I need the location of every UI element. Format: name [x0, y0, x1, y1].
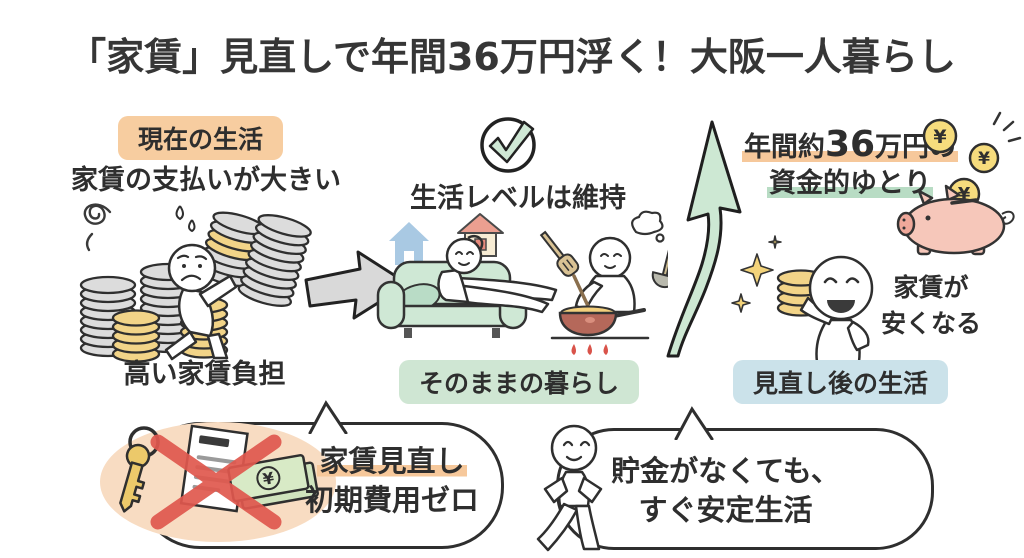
- no-initial-cost-illustration: ¥: [100, 422, 336, 542]
- walking-person: [536, 424, 603, 552]
- zero-cost-line1: 家賃見直し: [317, 444, 467, 478]
- ladle-icon: [651, 242, 668, 289]
- stable-life-text: 貯金がなくても、 すぐ安定生活: [598, 452, 853, 530]
- lifestyle-illustration: [376, 210, 668, 355]
- maintain-level-heading: 生活レベルは維持: [410, 183, 626, 214]
- zero-cost-text: 家賃見直し 初期費用ゼロ: [292, 442, 492, 520]
- coin-icon: ¥: [922, 118, 958, 154]
- sparkle-lines-icon: [992, 111, 1022, 143]
- relaxing-person: [437, 235, 558, 314]
- current-life-tag: 現在の生活: [118, 116, 284, 160]
- spatula-icon: [539, 230, 580, 277]
- rent-benefit-text: 家賃が 安くなる: [866, 270, 996, 343]
- yen-symbol: ¥: [261, 468, 275, 489]
- speech-bubble-tail: [308, 400, 348, 434]
- benefit-line2: 安くなる: [880, 309, 981, 339]
- stable-life-speech-bubble: [556, 428, 934, 550]
- rent-burden-illustration: [79, 203, 314, 363]
- speech-bubble-tail: [674, 406, 714, 440]
- yen-symbol: ¥: [933, 126, 946, 148]
- sparkle-icon: [731, 235, 782, 313]
- key-icon: [119, 426, 160, 513]
- burdened-person: [164, 243, 238, 361]
- flame-drops-icon: [571, 344, 608, 355]
- page-title: 「家賃」見直しで年間36万円浮く！大阪一人暮らし: [68, 35, 956, 79]
- yen-symbol: ¥: [978, 149, 990, 169]
- current-life-caption: 高い家賃負担: [123, 359, 286, 390]
- savings-line2: 資金的ゆとり: [767, 168, 933, 199]
- savings-line1: 年間約36万円の: [741, 124, 959, 165]
- piggy-bank-illustration: ¥ ¥ ¥: [896, 111, 1022, 256]
- savings-prefix: 年間約: [743, 132, 825, 163]
- stable-line2: すぐ安定生活: [638, 493, 813, 528]
- red-cross-icon: [150, 434, 282, 530]
- piggy-bank-icon: [896, 184, 1015, 256]
- zero-cost-line2: 初期費用ゼロ: [304, 483, 479, 518]
- stable-line1: 貯金がなくても、: [611, 454, 840, 488]
- savings-headline: 年間約36万円の 資金的ゆとり: [700, 122, 1000, 201]
- steam-icon: [631, 210, 665, 243]
- walking-person-illustration: [536, 424, 603, 552]
- cooking-person: [539, 210, 668, 355]
- dizzy-scribble-icon: [83, 203, 112, 252]
- after-review-tag: 見直し後の生活: [733, 360, 949, 404]
- coin-icon: ¥: [968, 142, 1000, 174]
- benefit-line1: 家賃が: [893, 273, 969, 302]
- frying-pan-icon: [558, 305, 646, 337]
- sweat-drops-icon: [175, 205, 196, 233]
- savings-amount: 36: [824, 124, 876, 165]
- up-arrow-icon: [666, 120, 742, 358]
- house-blue-icon: [389, 222, 429, 265]
- check-icon: [480, 117, 536, 173]
- current-life-heading: 家賃の支払いが大きい: [71, 165, 341, 196]
- same-life-tag: そのままの暮らし: [399, 360, 640, 404]
